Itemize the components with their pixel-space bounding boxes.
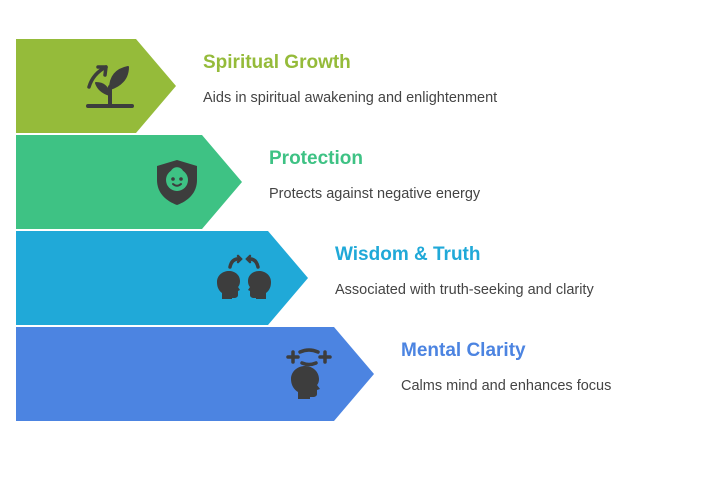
shield-child-icon [157,160,197,205]
head-focus-icon [286,348,332,399]
step-description: Protects against negative energy [269,186,481,202]
two-heads-thinking-icon [217,254,271,299]
step-arrow-4 [16,327,374,421]
step-title: Protection [269,148,363,169]
step-arrow-1 [16,39,176,133]
diagram-step-3: Wisdom & Truth Associated with truth-see… [0,231,717,325]
step-description: Associated with truth-seeking and clarit… [335,282,594,298]
diagram-step-4: Mental Clarity Calms mind and enhances f… [0,327,717,421]
step-arrow-2 [16,135,242,229]
diagram-step-1: Spiritual Growth Aids in spiritual awake… [0,39,717,133]
step-title: Wisdom & Truth [335,244,481,265]
step-title: Mental Clarity [401,340,526,361]
step-description: Aids in spiritual awakening and enlighte… [203,90,498,106]
diagram-step-2: Protection Protects against negative ene… [0,135,717,229]
step-description: Calms mind and enhances focus [401,378,612,394]
sprout-growth-icon [86,65,134,108]
step-arrow-3 [16,231,308,325]
step-title: Spiritual Growth [203,52,351,73]
